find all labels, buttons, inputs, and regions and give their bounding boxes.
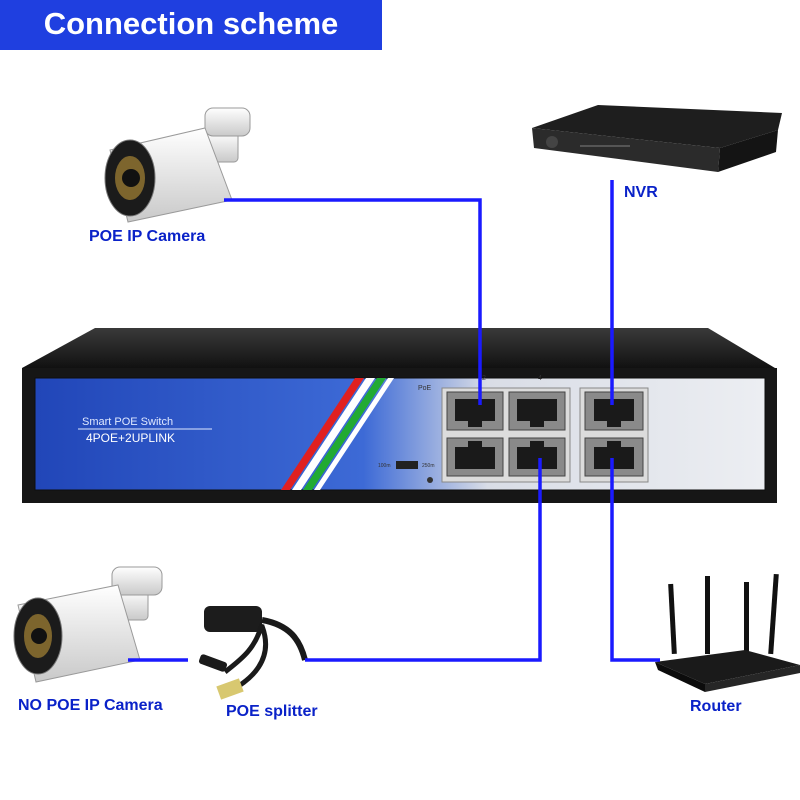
poe-switch: Smart POE Switch 4POE+2UPLINK PoE 2 4 10… bbox=[22, 328, 777, 503]
poe-ip-camera-label: POE IP Camera bbox=[89, 228, 206, 245]
dip-label-right: 250m bbox=[422, 463, 435, 469]
cable-switch-to-splitter bbox=[305, 458, 542, 662]
poe-splitter-label: POE splitter bbox=[226, 703, 318, 720]
router-label: Router bbox=[690, 698, 742, 715]
title-banner: Connection scheme bbox=[0, 0, 382, 50]
no-poe-ip-camera-label: NO POE IP Camera bbox=[18, 697, 163, 714]
cable-switch-to-router bbox=[610, 458, 660, 662]
poe-marker: PoE bbox=[418, 385, 432, 392]
router-device bbox=[655, 573, 800, 692]
dip-label-left: 100m bbox=[378, 463, 391, 469]
page-title: Connection scheme bbox=[43, 6, 339, 41]
rj45-port-1 bbox=[446, 391, 504, 431]
rj45-uplink-1 bbox=[584, 391, 644, 431]
switch-model-line2: 4POE+2UPLINK bbox=[86, 431, 175, 445]
poe-ip-camera bbox=[104, 107, 251, 223]
port-number-4: 4 bbox=[538, 375, 542, 382]
port-number-2: 2 bbox=[482, 375, 486, 382]
cable-camera-to-switch bbox=[224, 198, 482, 405]
switch-model-line1: Smart POE Switch bbox=[82, 416, 173, 428]
no-poe-ip-camera bbox=[13, 566, 163, 683]
nvr-label: NVR bbox=[624, 184, 658, 201]
nvr-device bbox=[532, 105, 782, 172]
rj45-port-3 bbox=[508, 391, 566, 431]
rj45-port-4 bbox=[508, 437, 566, 477]
rj45-uplink-2 bbox=[584, 437, 644, 477]
rj45-port-2 bbox=[446, 437, 504, 477]
poe-splitter-device bbox=[198, 606, 308, 700]
